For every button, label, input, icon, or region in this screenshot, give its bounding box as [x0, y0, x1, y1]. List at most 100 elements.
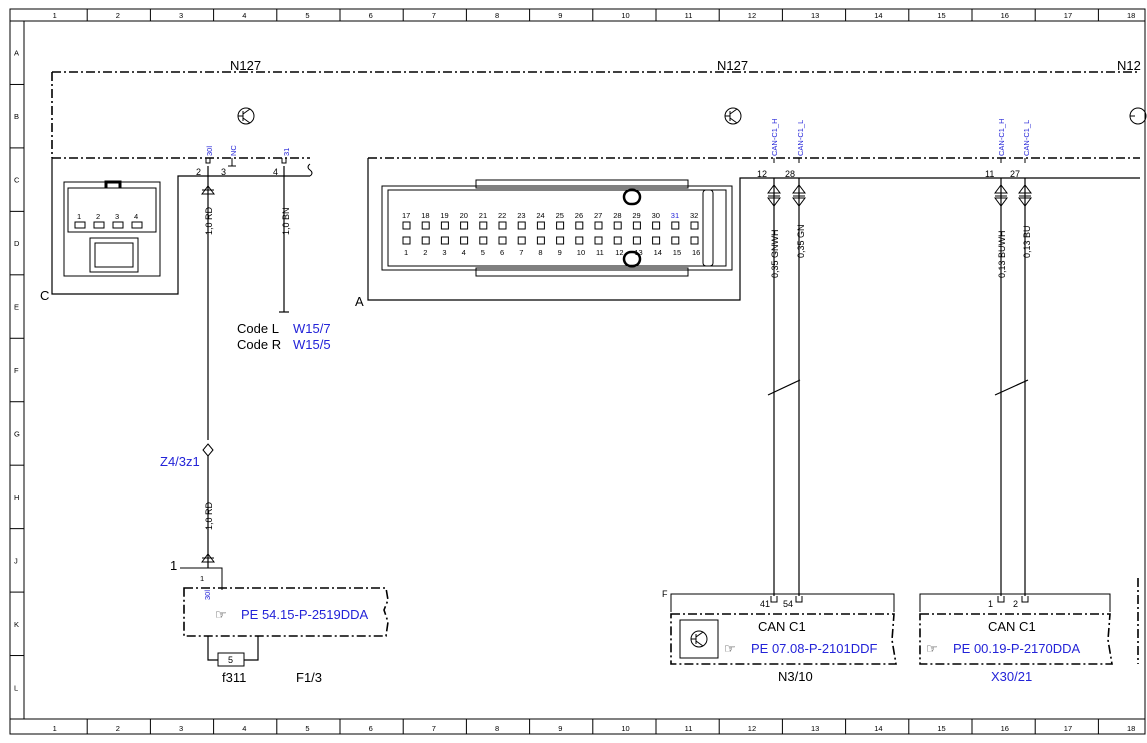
grid-column-label: 10	[621, 11, 629, 20]
pointer-hand-icon: ☞	[926, 641, 938, 656]
grid-column-label: 6	[369, 11, 373, 20]
x30-21-name-link[interactable]: X30/21	[991, 669, 1032, 684]
connector-a-pin: 31	[671, 211, 679, 220]
connector-a-pin: 1	[404, 248, 408, 257]
fuse-block-ref-link[interactable]: PE 54.15-P-2519DDA	[241, 607, 369, 622]
x30-21-ref-link[interactable]: PE 00.19-P-2170DDA	[953, 641, 1081, 656]
grid-row-label: D	[14, 239, 20, 248]
wire-rd-2: 1,0 RD	[204, 501, 214, 530]
grid-column-label: 17	[1064, 11, 1072, 20]
grid-column-label: 13	[811, 724, 819, 733]
grid-column-label: 11	[685, 724, 693, 733]
connector-a-pin: 2	[423, 248, 427, 257]
grid-column-label: 12	[748, 724, 756, 733]
connector-a-pin: 24	[536, 211, 544, 220]
grid-row-label: B	[14, 112, 19, 121]
connector-a-pin: 15	[673, 248, 681, 257]
code-l-label: Code L	[237, 321, 279, 336]
connector-c-pin: 3	[115, 212, 119, 221]
grid-column-label: 2	[116, 11, 120, 20]
wire-bu: 0,13 BU	[1022, 225, 1032, 258]
grid-column-label: 10	[621, 724, 629, 733]
grid-row-label: C	[14, 176, 20, 185]
pin-54: 54	[783, 599, 793, 609]
connector-a-pin: 25	[556, 211, 564, 220]
connector-f-label: F	[662, 589, 668, 599]
splice-link[interactable]: Z4/3z1	[160, 454, 200, 469]
connector-a-pin: 17	[402, 211, 410, 220]
grid-column-label: 9	[558, 724, 562, 733]
connector-a-pin: 20	[460, 211, 468, 220]
n3-10-ref-link[interactable]: PE 07.08-P-2101DDF	[751, 641, 878, 656]
grid-row-label: H	[14, 493, 19, 502]
grid-column-label: 1	[53, 724, 57, 733]
grid-column-label: 5	[305, 724, 309, 733]
connector-a-pin: 14	[654, 248, 662, 257]
signal-can-l-1: CAN-C1_L	[796, 120, 805, 156]
grid-column-label: 14	[874, 724, 882, 733]
connector-c-drawing: 1 2 3 4	[63, 180, 161, 277]
connector-a-pin: 27	[594, 211, 602, 220]
signal-30l: 30l	[205, 146, 214, 156]
grid-column-label: 11	[685, 11, 693, 20]
fuse-number: 5	[228, 655, 233, 665]
wire-gn: 0,35 GN	[796, 224, 806, 258]
pin-27: 27	[1010, 169, 1020, 179]
connector-a-pin: 19	[440, 211, 448, 220]
signal-can-l-2: CAN-C1_L	[1022, 120, 1031, 156]
connector-c-label: C	[40, 288, 49, 303]
connector-a-pin: 10	[577, 248, 585, 257]
code-l-ref-link[interactable]: W15/7	[293, 321, 331, 336]
connector-a-pin: 21	[479, 211, 487, 220]
grid-column-label: 12	[748, 11, 756, 20]
signal-can-h-2: CAN-C1_H	[997, 118, 1006, 156]
transistor-icon	[237, 107, 255, 125]
grid-row-label: K	[14, 620, 19, 629]
wire-rd-1: 1,0 RD	[204, 206, 214, 235]
connector-a-label: A	[355, 294, 364, 309]
n3-10-bus: CAN C1	[758, 619, 806, 634]
code-r-ref-link[interactable]: W15/5	[293, 337, 331, 352]
connector-a-pin: 6	[500, 248, 504, 257]
grid-column-label: 18	[1127, 724, 1135, 733]
grid-row-label: J	[14, 556, 18, 565]
fuse-block-name: F1/3	[296, 670, 322, 685]
code-r-label: Code R	[237, 337, 281, 352]
grid-column-label: 9	[558, 11, 562, 20]
grid-column-label: 5	[305, 11, 309, 20]
connector-a-pin: 22	[498, 211, 506, 220]
pin-2-x30: 2	[1013, 599, 1018, 609]
fuse-pin-1: 1	[200, 574, 204, 583]
connector-a-pin: 28	[613, 211, 621, 220]
connector-a-pin: 8	[538, 248, 542, 257]
connector-a-pin: 12	[615, 248, 623, 257]
signal-31: 31	[282, 148, 291, 156]
pointer-hand-icon: ☞	[215, 607, 227, 622]
connector-a-pin: 16	[692, 248, 700, 257]
grid-column-label: 2	[116, 724, 120, 733]
grid-column-label: 7	[432, 724, 436, 733]
signal-30l-fuse: 30l	[203, 590, 212, 600]
connector-a-pin: 9	[558, 248, 562, 257]
x30-21-bus: CAN C1	[988, 619, 1036, 634]
n3-10-outline	[670, 613, 897, 665]
pin-11: 1	[170, 558, 177, 573]
fuse-block-outline	[183, 587, 389, 637]
wire-gnwh: 0,35 GNWH	[770, 229, 780, 278]
pin-1-x30: 1	[988, 599, 993, 609]
grid-column-label: 16	[1001, 11, 1009, 20]
n127-label-3: N12	[1117, 58, 1141, 73]
connector-a-pin: 30	[652, 211, 660, 220]
grid-column-label: 15	[937, 11, 945, 20]
grid-column-label: 15	[937, 724, 945, 733]
signal-can-h-1: CAN-C1_H	[770, 118, 779, 156]
connector-a-pin: 23	[517, 211, 525, 220]
connector-c-pin: 2	[96, 212, 100, 221]
n127-label-2: N127	[717, 58, 748, 73]
grid-column-label: 16	[1001, 724, 1009, 733]
grid-column-label: 14	[874, 11, 882, 20]
n3-10-name: N3/10	[778, 669, 813, 684]
grid-column-label: 3	[179, 724, 183, 733]
